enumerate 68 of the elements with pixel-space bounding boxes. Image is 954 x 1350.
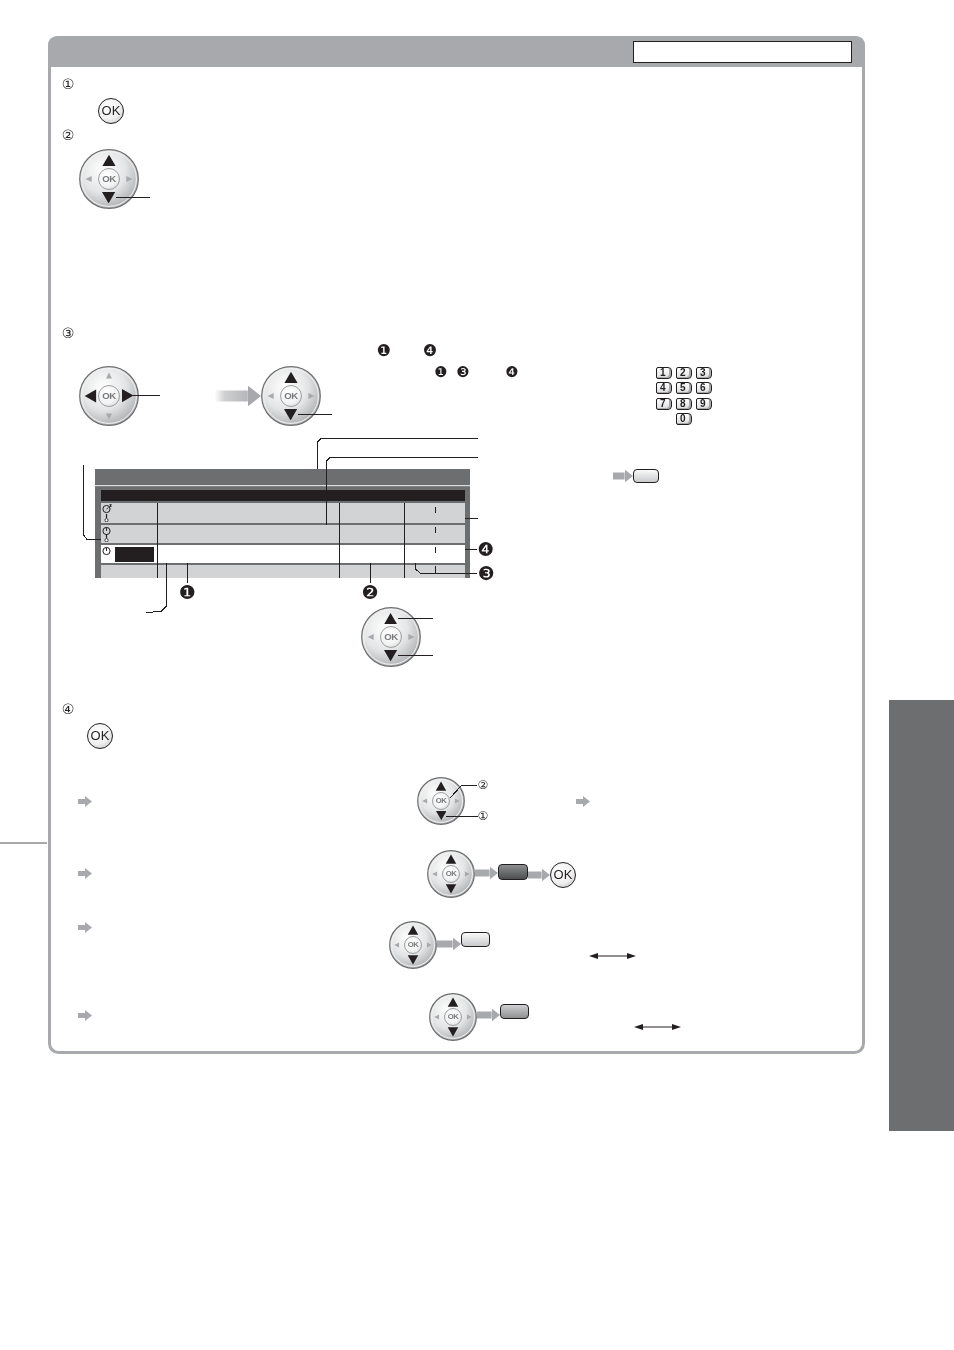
- number-key: 7: [656, 398, 672, 410]
- color-key: [498, 864, 528, 880]
- callout-number: ②: [477, 779, 489, 791]
- callout-number: ❹: [477, 539, 495, 559]
- arrow-key: [384, 612, 398, 625]
- flow-arrow: [475, 868, 498, 878]
- color-key: [461, 932, 490, 947]
- leader-line: [464, 548, 478, 550]
- flow-arrow: [528, 870, 550, 880]
- leader-line: [415, 562, 478, 574]
- callout-number: ❷: [361, 582, 379, 602]
- navigation-pad: [79, 149, 139, 209]
- leader-line: [326, 457, 479, 526]
- arrow-key: [121, 389, 134, 403]
- callout-number: ❶: [178, 582, 196, 602]
- flow-arrow: [437, 939, 461, 949]
- selected-menu-row: [101, 545, 465, 563]
- number-key: 6: [696, 382, 712, 394]
- leader-line: [464, 518, 479, 519]
- leader-line: [83, 464, 102, 540]
- navigation-pad: [417, 777, 465, 825]
- step-number: ①: [61, 77, 75, 91]
- number-key: 2: [676, 367, 692, 379]
- arrow-key: [384, 649, 398, 662]
- number-key: 1: [656, 367, 672, 379]
- menu-row: [101, 503, 465, 523]
- side-tab: [889, 700, 954, 1131]
- step-number: ③: [61, 326, 75, 340]
- leader-line: [397, 617, 434, 619]
- navigation-pad: [389, 921, 437, 969]
- callout-number: ❶: [376, 343, 392, 359]
- leader-line: [132, 395, 161, 397]
- number-key: 5: [676, 382, 692, 394]
- navigation-pad: [361, 607, 421, 667]
- leader-line: [297, 414, 333, 416]
- number-key: 9: [696, 398, 712, 410]
- callout-number: ①: [477, 810, 489, 822]
- color-key: [500, 1004, 529, 1019]
- navigation-pad: [427, 850, 475, 898]
- leader-line: [445, 815, 479, 817]
- leader-line: [145, 562, 167, 613]
- number-key: 3: [696, 367, 712, 379]
- callout-number: ❸: [477, 563, 495, 583]
- menu-screen: [95, 469, 470, 578]
- navigation-pad: [79, 366, 139, 426]
- step-number: ④: [61, 702, 75, 716]
- arrow-key: [284, 408, 298, 421]
- leader-line: [115, 197, 151, 199]
- step-number: ②: [61, 128, 75, 142]
- flow-arrow: [477, 1010, 500, 1020]
- arrow-key: [102, 191, 116, 204]
- number-key: 4: [656, 382, 672, 394]
- arrow-key: [435, 811, 447, 821]
- callout-number: ❹: [505, 364, 519, 380]
- navigation-pad: [429, 993, 477, 1041]
- menu-row: [101, 525, 465, 543]
- leader-line: [369, 562, 371, 583]
- callout-number: ❹: [422, 343, 438, 359]
- navigation-pad: [261, 366, 321, 426]
- leader-line: [397, 655, 434, 657]
- number-key: 0: [676, 413, 692, 425]
- callout-number: ❶: [434, 364, 448, 380]
- color-key: [633, 469, 659, 483]
- number-key: 8: [676, 398, 692, 410]
- leader-line: [317, 438, 479, 470]
- leader-line: [449, 784, 479, 799]
- leader-line: [186, 562, 188, 583]
- callout-number: ❸: [456, 364, 470, 380]
